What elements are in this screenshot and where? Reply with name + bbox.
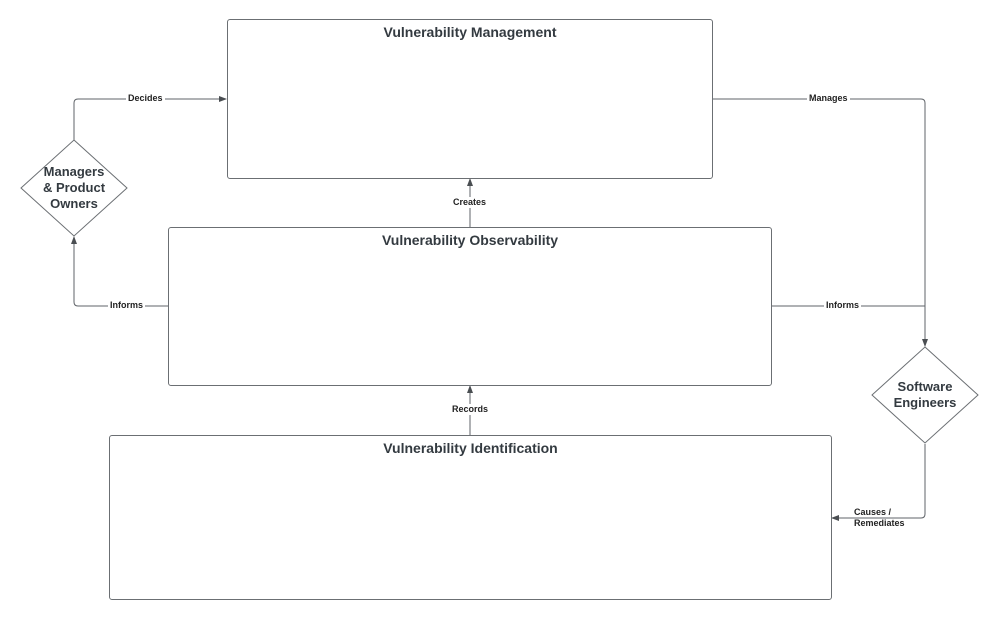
engineers-diamond-shape bbox=[871, 346, 979, 444]
vulnerability-management-box[interactable]: Vulnerability Management bbox=[227, 19, 713, 179]
edge-manages bbox=[713, 98, 928, 347]
manages-label: Manages bbox=[807, 93, 850, 104]
edge-decides bbox=[73, 96, 227, 140]
managers-product-owners-label: Managers & Product Owners bbox=[42, 164, 106, 211]
vulnerability-identification-box[interactable]: Vulnerability Identification bbox=[109, 435, 832, 600]
edge-causes-remediates bbox=[831, 444, 926, 521]
edge-informs-left bbox=[71, 236, 168, 307]
vulnerability-observability-title: Vulnerability Observability bbox=[381, 232, 559, 248]
decides-label: Decides bbox=[126, 93, 165, 104]
informs-right-label: Informs bbox=[824, 300, 862, 311]
causes-remediates-label: Causes / Remediates bbox=[854, 507, 905, 528]
vulnerability-identification-title: Vulnerability Identification bbox=[383, 440, 558, 456]
records-label: Records bbox=[450, 404, 491, 415]
creates-label: Creates bbox=[451, 197, 489, 208]
managers-diamond-shape bbox=[20, 139, 128, 237]
software-engineers-label: Software Engineers bbox=[893, 379, 957, 410]
vulnerability-management-title: Vulnerability Management bbox=[383, 24, 557, 40]
vulnerability-observability-box[interactable]: Vulnerability Observability bbox=[168, 227, 772, 386]
informs-left-label: Informs bbox=[108, 300, 146, 311]
